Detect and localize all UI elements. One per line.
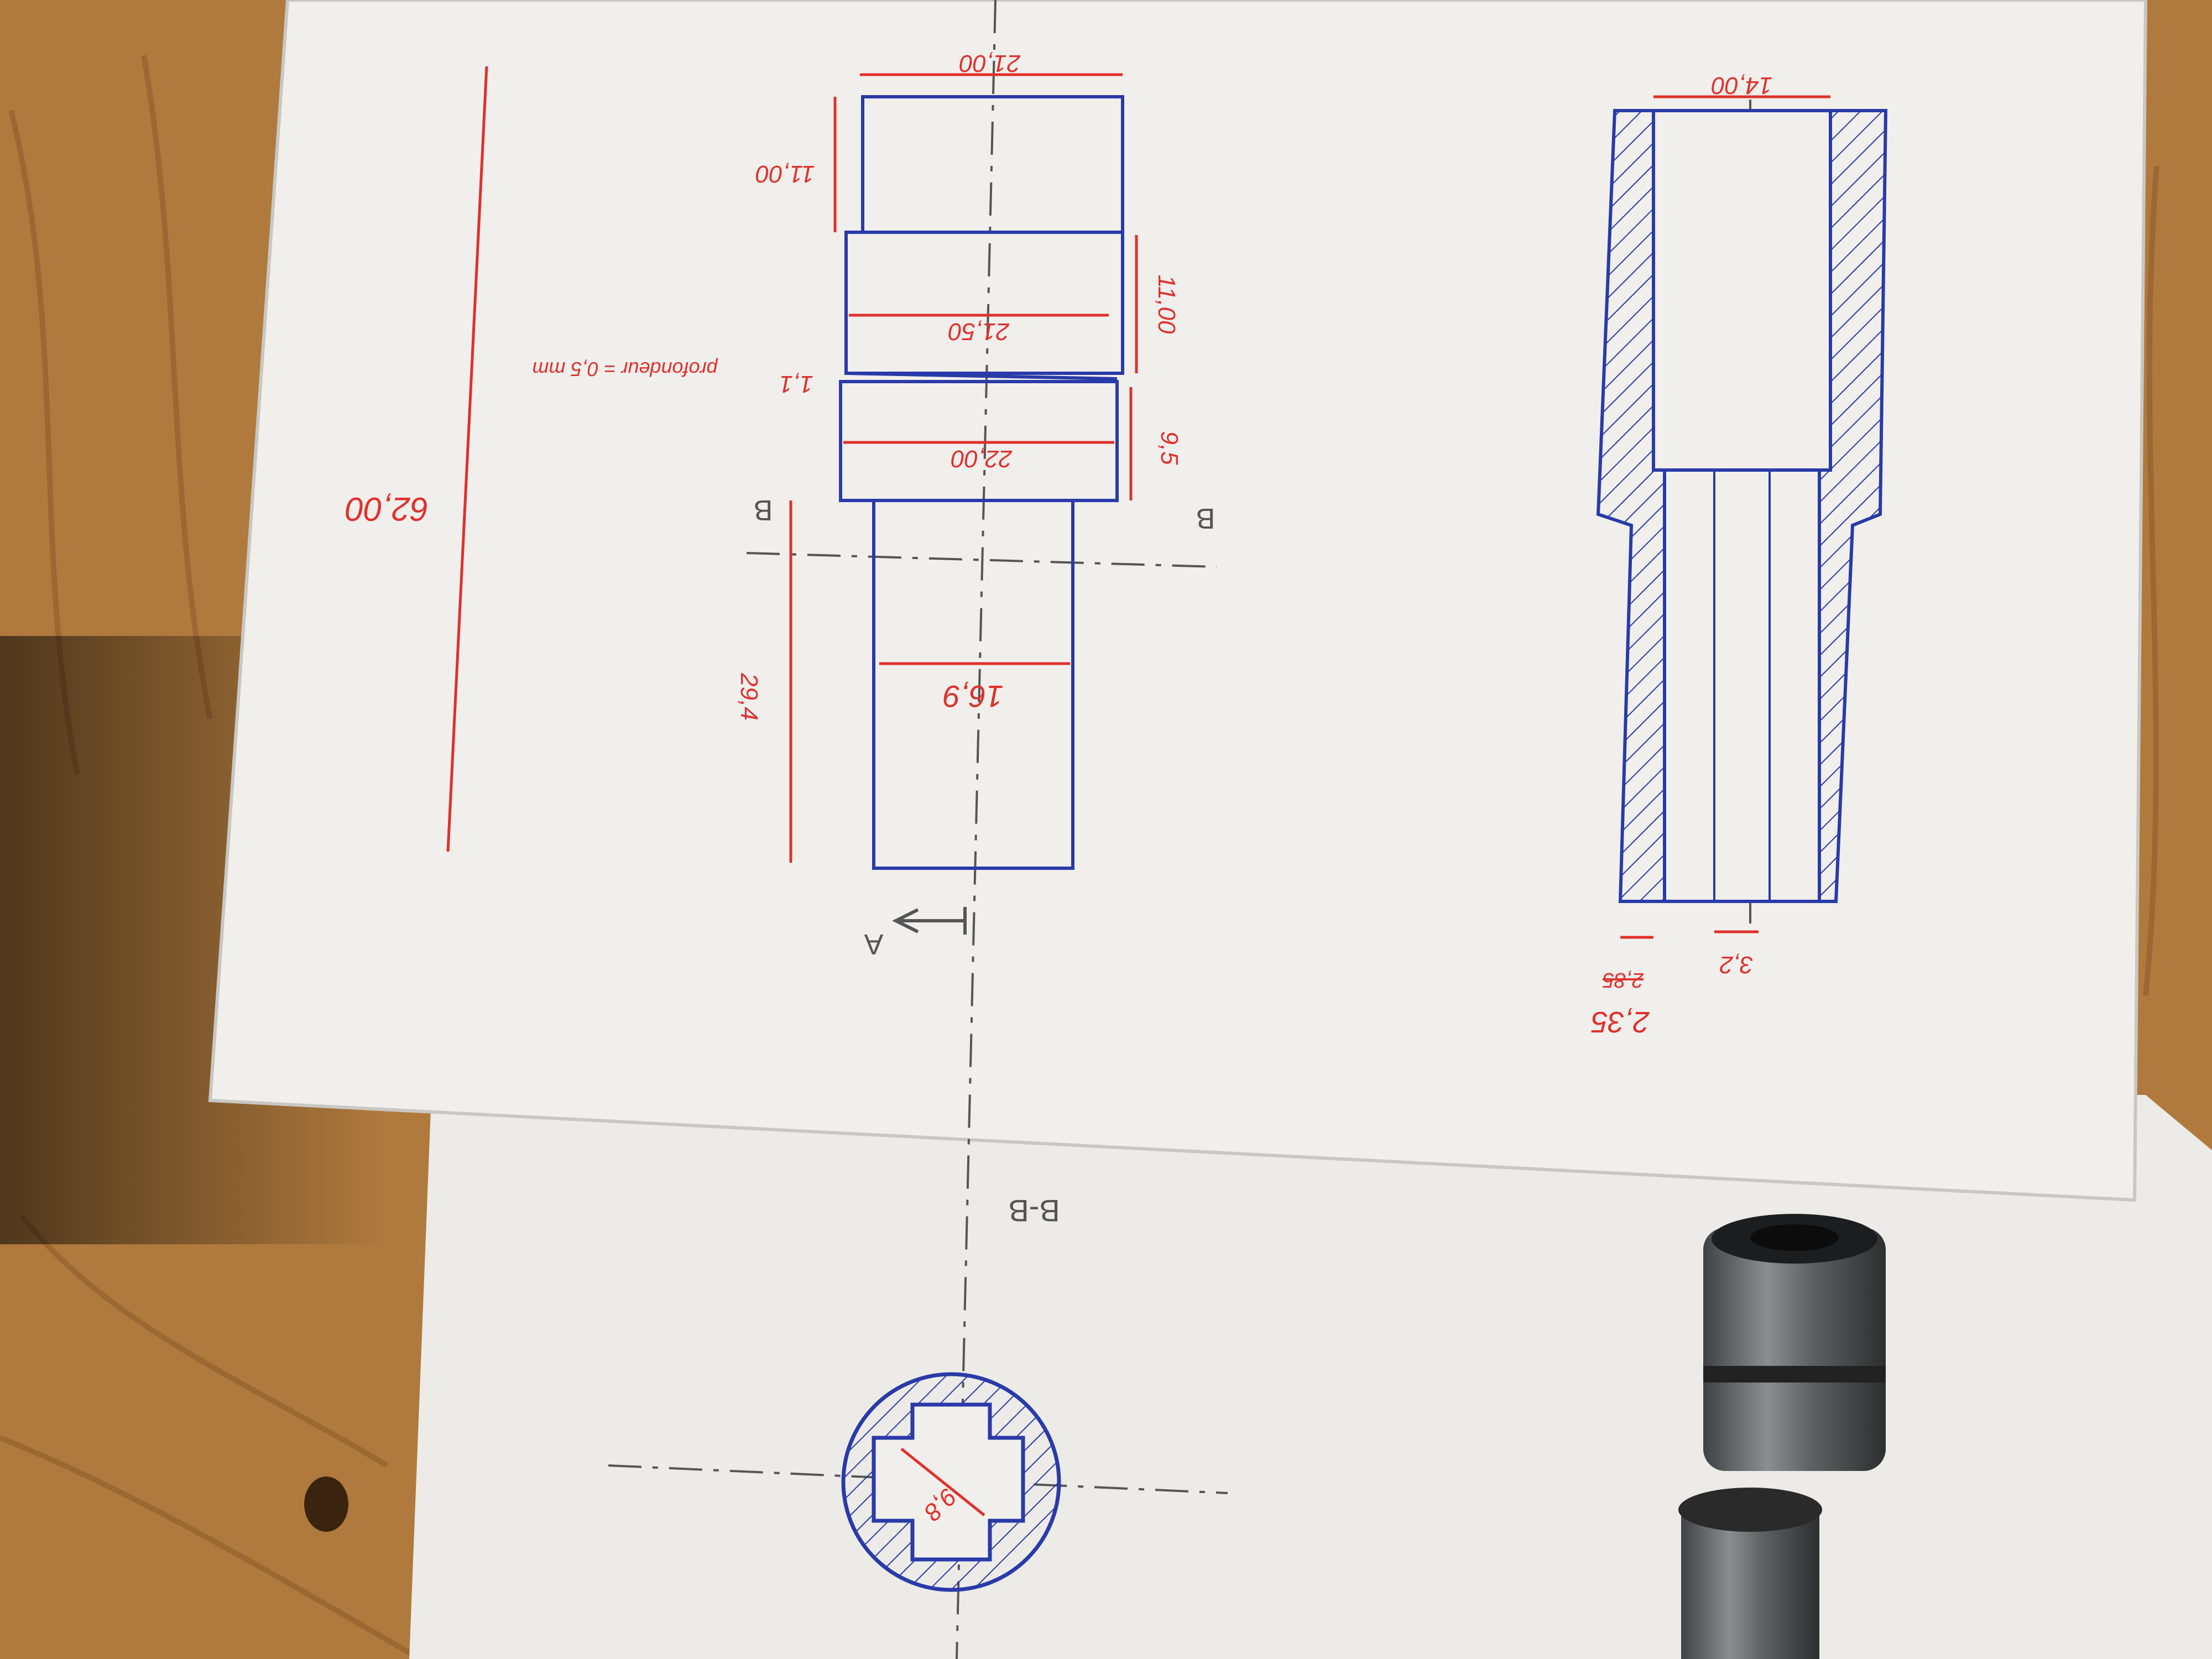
dim-shaft-length: 29,4: [735, 672, 763, 721]
dim-spline-width: 3,2: [1719, 951, 1753, 978]
section-title: B-B: [1008, 1193, 1060, 1228]
dim-wall-thickness: 2,35: [1590, 1005, 1650, 1039]
dim-wall-thickness-crossed: 2,85: [1602, 968, 1644, 992]
metal-part-photo: [1678, 1214, 1886, 1659]
dim-bore-width: 14,00: [1711, 72, 1772, 99]
dim-groove-height: 11,00: [1153, 275, 1180, 334]
dim-collar-height: 9,5: [1156, 431, 1183, 465]
dim-top-height: 11,00: [755, 160, 815, 187]
dim-groove-depth-note: profondeur = 0,5 mm: [532, 358, 718, 380]
dim-groove-width: 21,50: [948, 318, 1010, 345]
dim-overall-length: 62,00: [346, 491, 429, 528]
section-mark-right: B: [1196, 502, 1215, 534]
dim-shaft-width: 16,9: [943, 679, 1004, 714]
cross-section: [841, 1372, 1061, 1592]
part-elevation: [839, 95, 1124, 870]
dim-groove-note: 1,1: [779, 371, 813, 398]
dimension-lines: [446, 66, 1830, 1516]
section-mark-left: B: [754, 494, 773, 526]
wood-knot: [304, 1477, 348, 1532]
pencil-labels: A B B B-B: [754, 494, 1215, 1228]
dim-collar-width: 22,00: [951, 445, 1013, 472]
view-arrow-icon: [892, 907, 967, 935]
view-arrow-label: A: [864, 928, 883, 960]
dimension-texts: 21,00 11,00 21,50 11,00 1,1 profondeur =…: [346, 50, 1772, 1526]
part-section: [1596, 109, 1888, 903]
dim-top-width: 21,00: [959, 50, 1021, 77]
